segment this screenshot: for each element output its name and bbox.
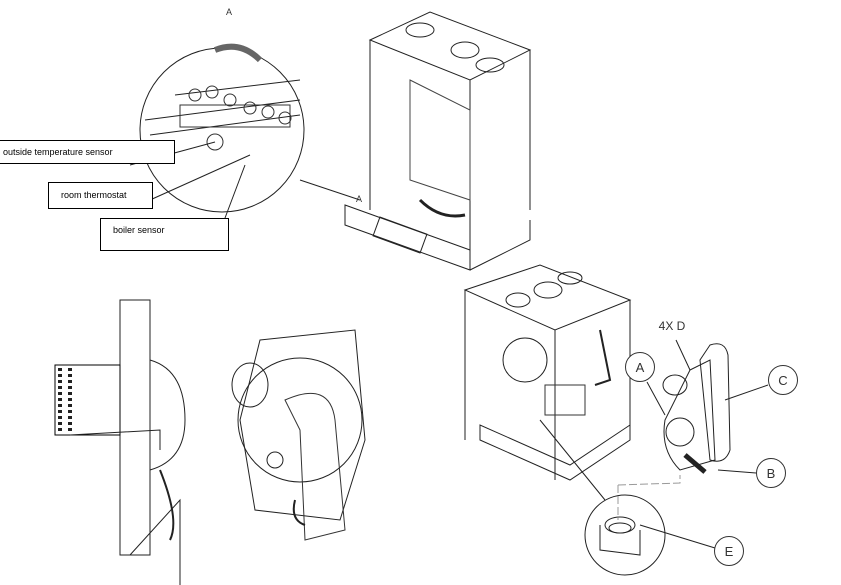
detail-a-marker-ref: A [356, 194, 363, 204]
callout-e: E [714, 536, 744, 566]
fan-module-exploded [662, 343, 731, 474]
outside-temperature-sensor-label: outside temperature sensor [0, 140, 175, 164]
callout-b: B [756, 458, 786, 488]
fan-assembly-view [231, 329, 366, 541]
detail-e-circle [584, 475, 681, 576]
callout-c: C [768, 365, 798, 395]
burner-side-view [54, 299, 186, 585]
boiler-sensor-label: boiler sensor [100, 218, 229, 251]
boiler-internal-view [463, 264, 632, 501]
callout-d: 4X D [658, 319, 686, 333]
terminal-block-detail [129, 43, 361, 219]
room-thermostat-label: room thermostat [48, 182, 153, 209]
detail-a-marker-top: A [226, 7, 233, 17]
boiler-top-view [344, 11, 532, 271]
callout-a: A [625, 352, 655, 382]
